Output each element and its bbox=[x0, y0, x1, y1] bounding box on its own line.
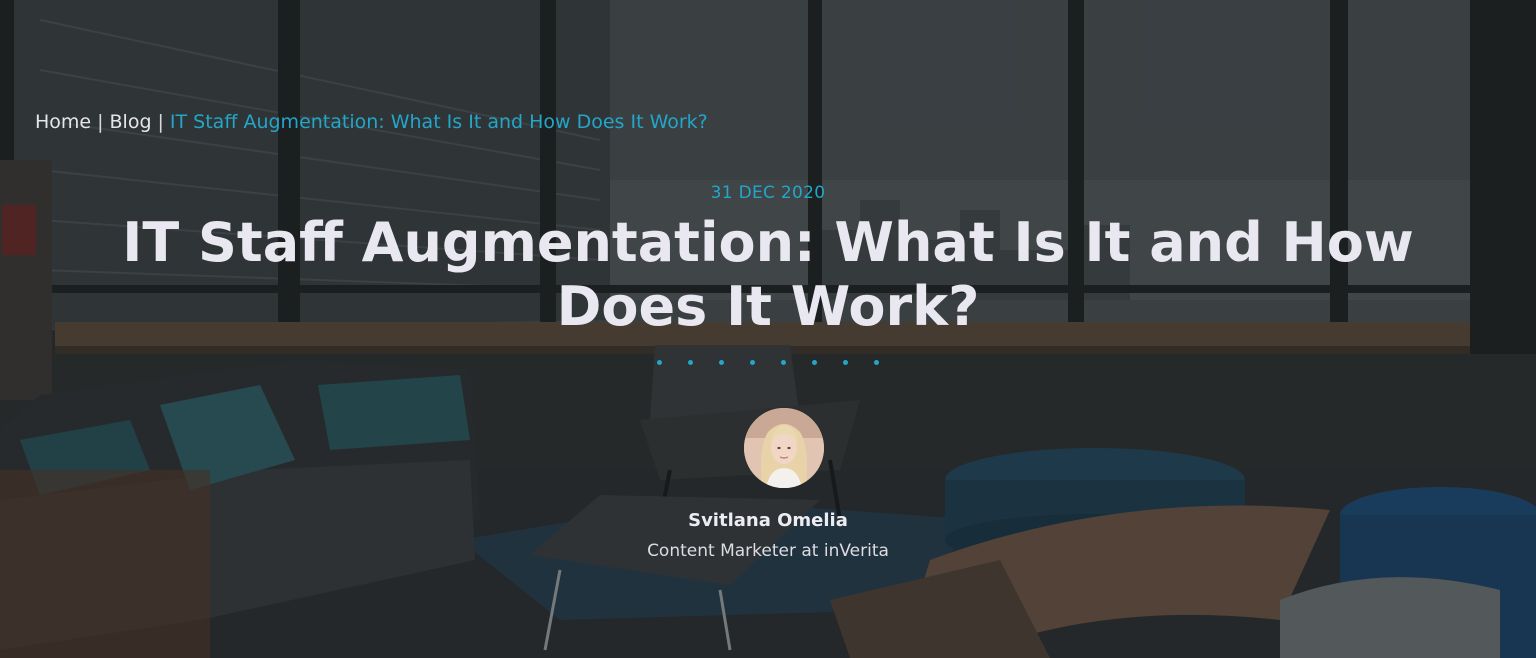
breadcrumb: Home|Blog|IT Staff Augmentation: What Is… bbox=[35, 111, 708, 133]
breadcrumb-blog-link[interactable]: Blog bbox=[109, 111, 152, 133]
dotted-divider bbox=[0, 360, 1536, 365]
author-role: Content Marketer at inVerita bbox=[647, 541, 889, 561]
breadcrumb-current-page: IT Staff Augmentation: What Is It and Ho… bbox=[169, 111, 708, 133]
divider-dot bbox=[688, 360, 693, 365]
divider-dot bbox=[719, 360, 724, 365]
divider-dot bbox=[781, 360, 786, 365]
author-photo bbox=[744, 408, 824, 488]
breadcrumb-separator: | bbox=[157, 111, 164, 133]
divider-dot bbox=[657, 360, 662, 365]
post-date: 31 DEC 2020 bbox=[710, 183, 826, 203]
divider-dot bbox=[750, 360, 755, 365]
divider-dot bbox=[874, 360, 879, 365]
divider-dot bbox=[812, 360, 817, 365]
breadcrumb-separator: | bbox=[97, 111, 104, 133]
breadcrumb-home-link[interactable]: Home bbox=[35, 111, 92, 133]
post-title: IT Staff Augmentation: What Is It and Ho… bbox=[122, 211, 1414, 338]
author-name[interactable]: Svitlana Omelia bbox=[688, 510, 848, 531]
divider-dot bbox=[843, 360, 848, 365]
author-avatar[interactable] bbox=[744, 408, 824, 488]
